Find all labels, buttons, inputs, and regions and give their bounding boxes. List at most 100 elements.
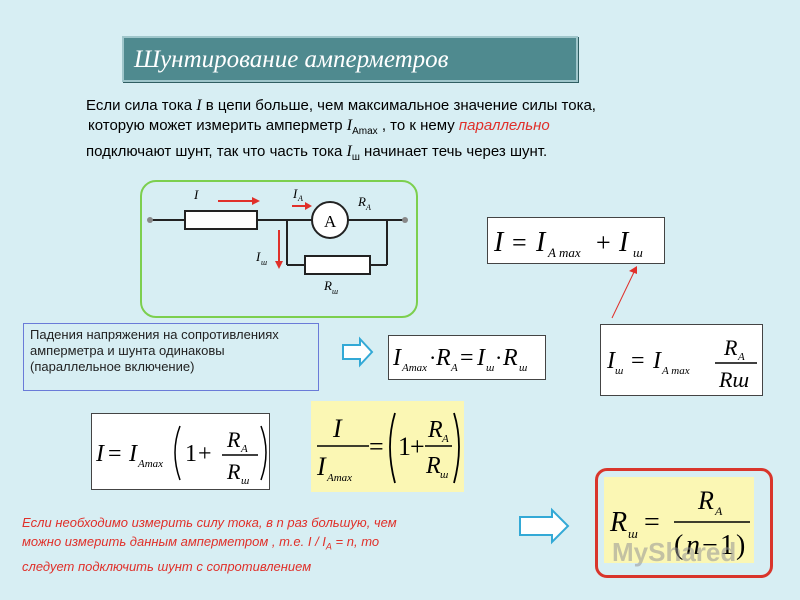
symbol: R [425,453,441,479]
subscript: ш [633,245,643,260]
note-line: следует подключить шунт с сопротивлением [22,558,312,574]
symbol: R [609,507,627,538]
paren-icon [174,425,181,481]
watermark: MyShared [612,537,737,567]
symbol: I [332,414,343,443]
symbol: R [226,459,241,484]
intro-highlight: параллельно [458,117,550,134]
note-subscript: A [325,541,332,552]
note-text: = n, то [331,534,380,549]
intro-symbol: I [346,117,353,134]
arrow-head-icon [252,197,260,205]
symbol: · [429,345,436,370]
subscript: ш [615,365,623,377]
intro-symbol: I [196,97,202,114]
intro-line-3: подключают шунт, так что часть тока Iш н… [86,142,726,168]
symbol: 1 [185,441,197,467]
formula-shunt-resistance: R ш = R A ( n − 1 ) [604,477,754,563]
symbol: ) [736,530,745,561]
pointer-arrow [611,269,636,319]
ish-subscript: ш [261,258,267,267]
symbol: I [95,441,105,467]
subscript: A [737,351,745,363]
paren-icon [260,425,267,481]
intro-subscript: Amax [352,126,378,137]
title-bar: Шунтирование амперметров [122,36,578,82]
symbol: ( [674,530,683,561]
ia-label: I [292,186,298,201]
symbol: R [697,486,714,515]
intro-line-2: которую может измерить амперметр IAmax ,… [86,116,726,142]
ra-subscript: A [365,203,371,212]
symbol: = [631,348,645,374]
implies-arrow-icon [519,507,570,545]
paren-icon [453,412,460,484]
symbol: I [476,345,486,371]
subscript: Amax [326,472,352,484]
symbol: R [723,335,738,360]
symbol: R [435,345,451,371]
note-text: можно измерить данным амперметром , т.е.… [22,534,326,549]
symbol: Rш [718,367,749,392]
subscript: ш [519,362,527,374]
rsh-label: R [323,278,332,293]
terminal-left [147,217,153,223]
subscript: ш [486,362,494,374]
terminal-right [402,217,408,223]
formula-svg: I ш = I A max R A Rш [606,335,757,392]
intro-line-1: Если сила тока I в цепи больше, чем макс… [86,96,726,116]
symbol: = [369,432,384,461]
ia-subscript: A [297,194,303,203]
symbol: + [596,228,611,257]
paren-icon [389,412,396,484]
formula-current-ratio: I = I Amax 1 + R A R ш [91,413,270,490]
symbol: + [198,441,212,467]
symbol: = [644,507,660,538]
symbol: I [606,348,616,374]
resistor-main [184,210,258,230]
arrow-head-icon [305,202,312,210]
formula-voltage-equality: I Amax · R A = I ш · R ш [388,335,546,380]
subscript: A [441,433,449,445]
subscript: A [714,504,723,518]
symbol: = [108,441,122,467]
formula-shunt-current: I ш = I A max R A Rш [600,324,763,396]
symbol: I [128,441,138,467]
subscript: ш [628,526,638,541]
subscript: A max [661,365,690,377]
subscript: Amax [137,458,163,470]
formula-ratio-highlight: I I Amax = 1 + R A R ш [311,401,464,492]
formula-svg: R ш = R A ( n − 1 ) [609,486,750,561]
ammeter-label: A [324,212,337,231]
subscript: ш [440,469,448,481]
result-frame [595,468,773,578]
symbol: + [410,432,425,461]
subscript: A [240,443,248,455]
formula-svg: I I Amax = 1 + R A R ш [316,412,460,484]
ish-label: I [255,249,261,264]
symbol: = [460,345,474,371]
note-line: можно измерить данным амперметром , т.е.… [22,532,492,557]
intro-paragraph: Если сила тока I в цепи больше, чем макс… [86,96,726,168]
symbol: R [502,345,518,371]
current-label: I [193,187,199,202]
symbol: I [316,452,327,481]
arrow-head-icon [275,261,283,269]
symbol: R [427,417,443,443]
symbol: · [495,345,502,370]
resistor-shunt [304,255,371,275]
symbol: I [652,348,662,374]
intro-text: в цепи больше, чем максимальное значение… [201,97,596,114]
circuit-frame [140,180,418,318]
symbol: 1 [398,432,411,461]
implies-arrow-icon [342,336,374,368]
note-line: Если необходимо измерить силу тока, в n … [22,515,397,530]
page-title: Шунтирование амперметров [134,46,449,73]
rsh-subscript: ш [332,287,338,296]
shunt-rule-note: Если необходимо измерить силу тока, в n … [22,513,492,576]
intro-text: Если сила тока [86,97,197,114]
intro-text: начинает течь через шунт. [359,143,548,160]
formula-total-current: I = I A max + I ш [487,217,665,264]
ra-label: R [357,194,366,209]
